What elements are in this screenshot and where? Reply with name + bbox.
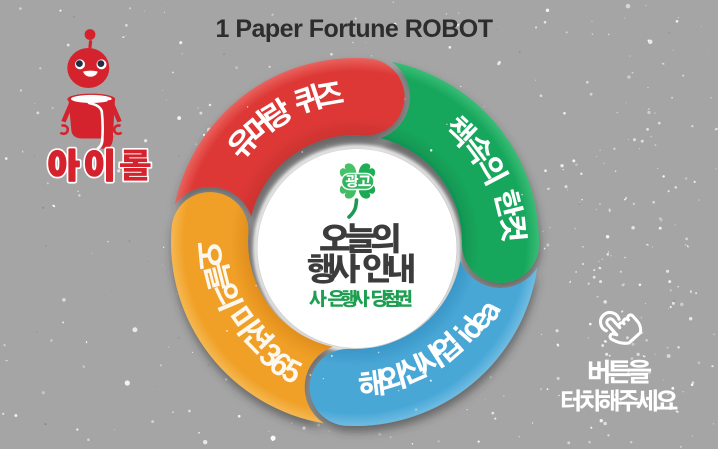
- svg-text:1 Paper Fortune ROBOT: 1 Paper Fortune ROBOT: [215, 15, 492, 43]
